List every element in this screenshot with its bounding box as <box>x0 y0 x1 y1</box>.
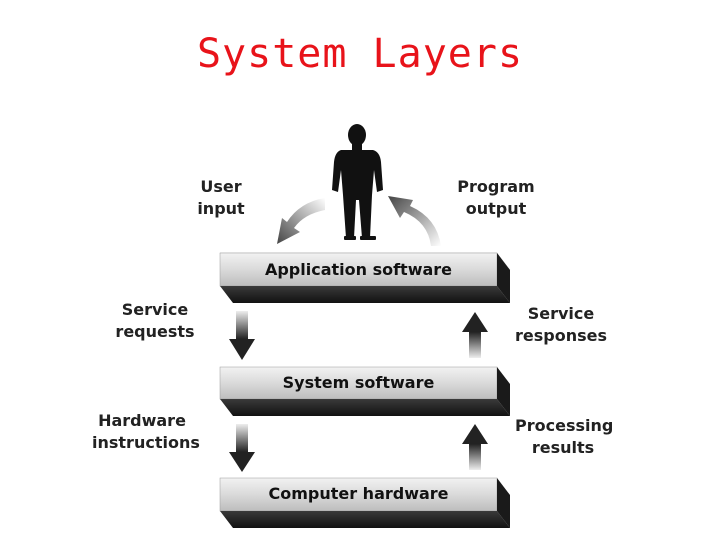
label-line: output <box>465 199 527 218</box>
label-hardware-instructions: Hardware instructions <box>92 410 200 454</box>
label-line: Program <box>457 177 535 196</box>
arrow-down-icon <box>229 424 255 472</box>
slide-title: System Layers <box>196 31 524 77</box>
label-processing-results: Processing results <box>515 415 614 459</box>
curved-arrow-right-icon <box>388 196 441 246</box>
label-line: Hardware <box>98 411 186 430</box>
label-service-requests: Service requests <box>112 299 198 343</box>
layer-application-software <box>219 252 511 303</box>
person-silhouette-icon <box>332 124 383 240</box>
label-line: Processing <box>515 416 614 435</box>
label-line: Service <box>121 300 189 319</box>
layer-label-application-software: Application software <box>264 260 453 279</box>
label-line: Service <box>527 304 595 323</box>
label-line: input <box>197 199 245 218</box>
label-line: User <box>200 177 242 196</box>
layer-computer-hardware <box>219 477 510 528</box>
arrow-up-icon <box>462 312 488 358</box>
layer-system-software <box>219 366 510 416</box>
layer-label-computer-hardware: Computer hardware <box>268 484 449 503</box>
layer-label-system-software: System software <box>282 373 435 392</box>
label-line: responses <box>515 326 607 345</box>
label-service-responses: Service responses <box>515 303 607 347</box>
label-line: results <box>531 438 595 457</box>
arrow-down-icon <box>229 311 255 360</box>
arrow-up-icon <box>462 424 488 470</box>
curved-arrow-left-icon <box>277 198 325 244</box>
label-user-input: User input <box>190 176 252 220</box>
label-line: requests <box>115 322 195 341</box>
label-program-output: Program output <box>455 176 537 220</box>
label-line: instructions <box>92 433 200 452</box>
